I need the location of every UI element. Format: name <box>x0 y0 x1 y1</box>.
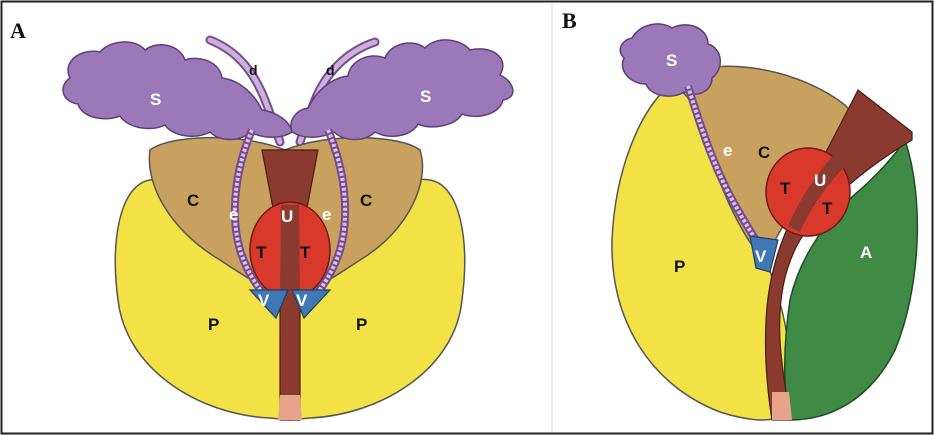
panel-b-label-t-left: T <box>780 179 791 198</box>
panel-a-label-s-right: S <box>420 87 431 106</box>
panel-b-label-v: V <box>755 247 767 266</box>
panel-a-label-e-right: e <box>322 205 331 224</box>
panel-a-letter: A <box>10 18 26 43</box>
panel-a-label-p-left: P <box>208 315 219 334</box>
panel-a-label-p-right: P <box>356 315 367 334</box>
panel-a-label-d-left: d <box>249 62 258 78</box>
panel-a-label-c-left: C <box>187 191 199 210</box>
panel-b-label-a: A <box>860 243 872 262</box>
panel-a-label-e-left: e <box>229 205 238 224</box>
panel-b-label-u: U <box>814 171 826 190</box>
panel-a-label-u: U <box>281 207 293 226</box>
panel-a-label-s-left: S <box>150 90 161 109</box>
panel-a-label-v-right: V <box>296 291 308 310</box>
panel-b-label-p: P <box>674 257 685 276</box>
panel-b-label-t-right: T <box>822 199 833 218</box>
panel-b-label-s: S <box>666 51 677 70</box>
panel-a-label-v-left: V <box>258 291 270 310</box>
panel-a-label-c-right: C <box>360 191 372 210</box>
panel-a-label-d-right: d <box>326 62 335 78</box>
panel-b-urethra-distal <box>772 392 792 420</box>
panel-a-urethra-distal <box>278 395 302 420</box>
panel-b-label-e: e <box>723 141 732 160</box>
panel-a-label-t-left: T <box>256 243 267 262</box>
panel-b-label-c: C <box>758 143 770 162</box>
panel-b-letter: B <box>562 8 577 33</box>
panel-a-label-t-right: T <box>300 243 311 262</box>
